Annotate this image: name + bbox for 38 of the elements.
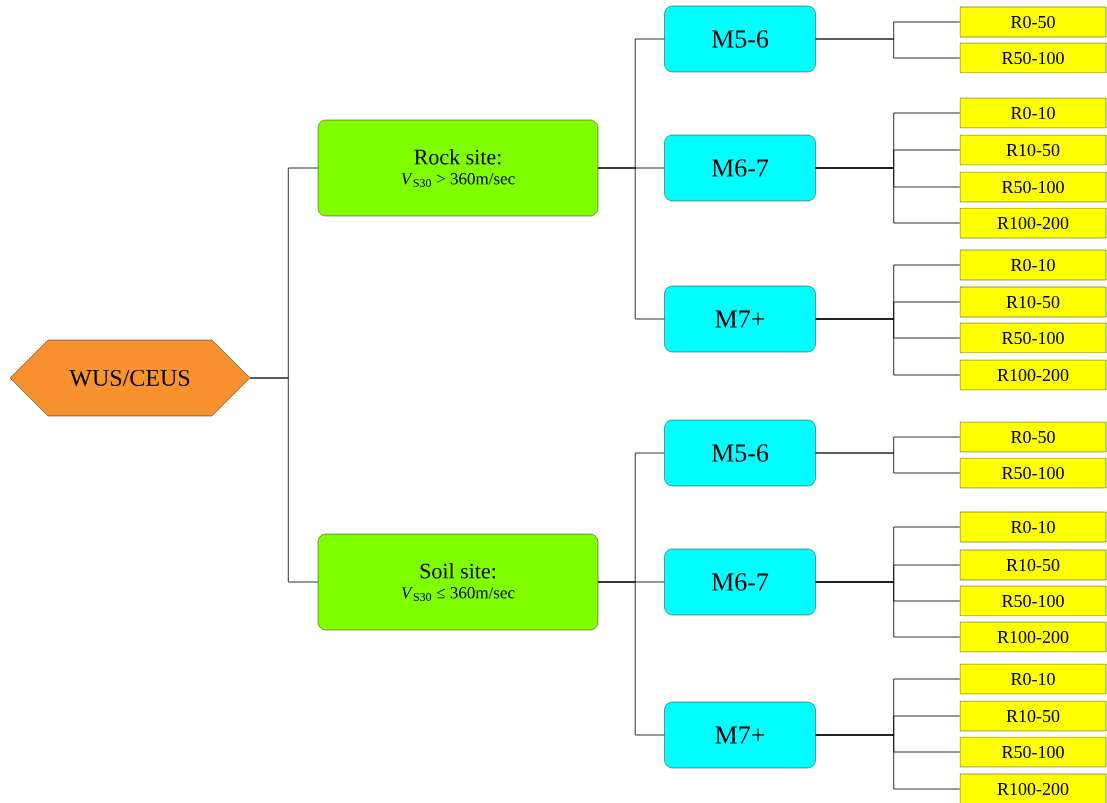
magnitude-box: M7+ (664, 701, 816, 769)
start-hexagon: WUS/CEUS (9, 339, 251, 417)
distance-box: R100-200 (959, 773, 1107, 803)
distance-box: R100-200 (959, 621, 1107, 653)
magnitude-box: M5-6 (664, 5, 816, 73)
distance-box: R100-200 (959, 359, 1107, 391)
distance-box: R0-10 (959, 511, 1107, 543)
distance-box: R50-100 (959, 42, 1107, 74)
distance-box: R50-100 (959, 736, 1107, 768)
site-box: Soil site: V$_{S30}$ ≤ 360m/sec (317, 533, 599, 631)
connector-line (249, 377, 319, 583)
distance-box: R0-10 (959, 249, 1107, 281)
distance-box: R50-100 (959, 585, 1107, 617)
distance-box: R10-50 (959, 700, 1107, 732)
distance-box: R0-50 (959, 421, 1107, 453)
distance-box: R50-100 (959, 171, 1107, 203)
distance-box: R50-100 (959, 457, 1107, 489)
distance-box: R0-10 (959, 97, 1107, 129)
distance-box: R0-10 (959, 663, 1107, 695)
connector-line (815, 38, 961, 59)
distance-box: R10-50 (959, 549, 1107, 581)
connector-line (815, 734, 961, 790)
connector-line (597, 581, 665, 736)
distance-box: R0-50 (959, 6, 1107, 38)
connector-line (815, 318, 961, 376)
magnitude-box: M5-6 (664, 419, 816, 487)
distance-box: R100-200 (959, 207, 1107, 239)
site-box: Rock site: V$_{S30}$ > 360m/sec (317, 119, 599, 217)
magnitude-box: M7+ (664, 285, 816, 353)
magnitude-box: M6-7 (664, 134, 816, 202)
distance-box: R10-50 (959, 286, 1107, 318)
distance-box: R10-50 (959, 134, 1107, 166)
connector-line (815, 167, 961, 224)
connector-line (597, 167, 665, 320)
magnitude-box: M6-7 (664, 548, 816, 616)
connector-line (815, 452, 961, 474)
distance-box: R50-100 (959, 322, 1107, 354)
connector-line (815, 581, 961, 638)
